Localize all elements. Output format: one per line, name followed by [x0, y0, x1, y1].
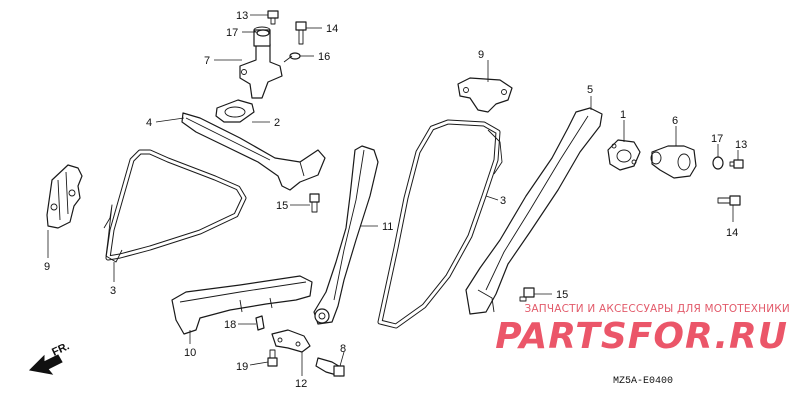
callout-19: 19 — [236, 361, 248, 373]
washer-17-top — [256, 29, 270, 37]
watermark-subtitle: ЗАПЧАСТИ И АКСЕССУАРЫ ДЛЯ МОТОТЕХНИКИ — [524, 303, 790, 315]
chain-guide-right — [465, 107, 603, 315]
leader-lines — [47, 14, 739, 376]
washer-17-right — [712, 156, 724, 170]
callout-9-right: 9 — [478, 49, 484, 61]
cam-chain-tensioner-lifter — [239, 26, 283, 99]
callout-13-right: 13 — [735, 139, 747, 151]
front-direction-arrow-icon: FR. — [28, 340, 71, 375]
bolt-8 — [315, 357, 345, 377]
callout-8: 8 — [340, 343, 346, 355]
callout-11: 11 — [382, 221, 393, 233]
cam-chain-left — [103, 149, 247, 263]
callout-16: 16 — [318, 51, 330, 63]
washer-16 — [283, 52, 301, 63]
callout-7: 7 — [204, 55, 210, 67]
bolt-14-right — [717, 195, 741, 206]
gasket — [215, 99, 255, 123]
callouts: 13 17 14 16 7 2 4 9 15 3 11 10 18 19 12 … — [44, 10, 747, 390]
callout-15-left: 15 — [276, 200, 288, 212]
front-direction-label: FR. — [50, 340, 71, 358]
callout-10: 10 — [184, 347, 196, 359]
callout-12: 12 — [295, 378, 307, 390]
chain-guide-top-right — [457, 77, 513, 113]
cam-chain-right — [377, 119, 503, 329]
tensioner-body — [650, 145, 697, 179]
tensioner-arm — [181, 112, 326, 191]
pin-18 — [255, 315, 265, 331]
chain-guide-center — [313, 145, 379, 325]
callout-13-top: 13 — [236, 10, 248, 22]
callout-14-right: 14 — [726, 227, 738, 239]
callout-9-left: 9 — [44, 261, 50, 273]
callout-17-top: 17 — [226, 27, 238, 39]
callout-3-right: 3 — [500, 195, 506, 207]
chain-guide-lower — [171, 275, 313, 335]
tensioner-cover — [607, 139, 641, 171]
bolt-15-right — [519, 287, 535, 302]
diagram-code: MZ5A-E0400 — [613, 376, 674, 387]
callout-2: 2 — [274, 117, 280, 129]
bolt-14-top — [295, 21, 307, 45]
bolt-13-top — [267, 10, 279, 25]
callout-17-right: 17 — [711, 133, 723, 145]
bracket-12 — [271, 329, 311, 353]
callout-4: 4 — [146, 117, 152, 129]
watermark-logo: PARTSFOR.RU — [495, 316, 788, 357]
callout-6: 6 — [672, 115, 678, 127]
callout-5: 5 — [587, 84, 593, 96]
callout-14-top: 14 — [326, 23, 338, 35]
chain-guide-left — [46, 164, 83, 229]
callout-3-left: 3 — [110, 285, 116, 297]
callout-18: 18 — [224, 319, 236, 331]
bolt-13-right — [729, 159, 744, 169]
callout-1: 1 — [620, 109, 626, 121]
callout-15-right: 15 — [556, 289, 568, 301]
bolt-15-left — [309, 193, 320, 213]
bolt-19 — [267, 349, 278, 367]
